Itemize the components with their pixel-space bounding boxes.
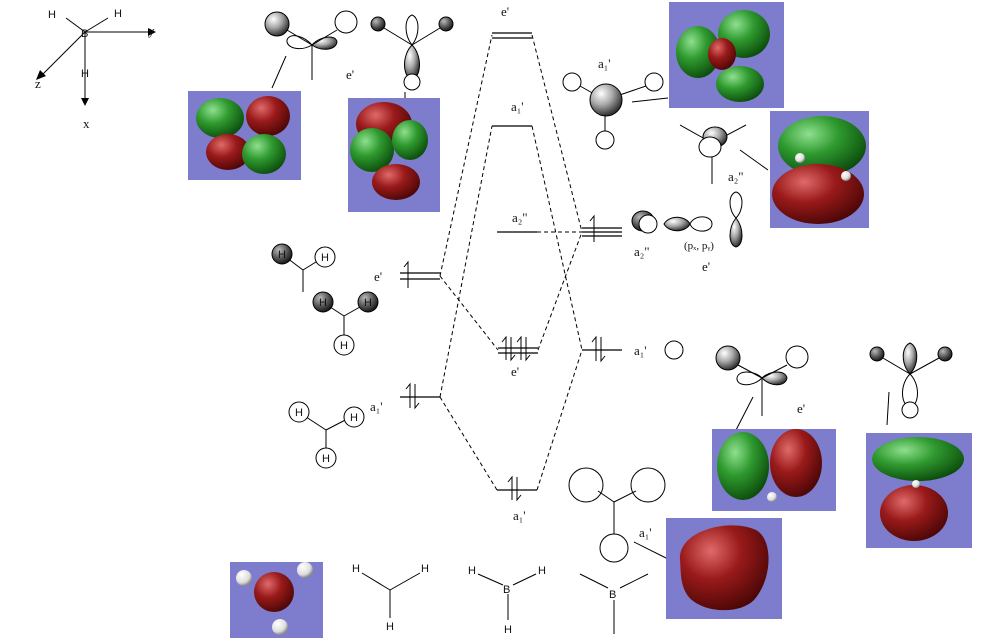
coordinate-axes: H H B H y z x xyxy=(35,8,156,131)
svg-text:H: H xyxy=(321,252,329,264)
orbital-render-bottom-left xyxy=(230,562,323,638)
mo-label-a2-dprime: a₂" xyxy=(512,210,528,225)
svg-text:H: H xyxy=(364,297,372,309)
svg-text:H: H xyxy=(278,249,286,261)
b-stick-structure: B xyxy=(579,573,649,634)
e-prime-lower-sketch: e' xyxy=(715,345,809,433)
orbital-render-a1-prime-top xyxy=(669,2,784,108)
sketch-label-a1-prime-top: a₁' xyxy=(598,56,611,71)
svg-text:H: H xyxy=(340,340,348,352)
mo-label-a1-prime-upper: a₁' xyxy=(511,99,524,114)
sketch-label-e-prime-lower: e' xyxy=(797,401,805,416)
bh3-h-left: H xyxy=(468,565,476,577)
bh3-h-right: H xyxy=(538,565,546,577)
b-only-b: B xyxy=(609,589,616,601)
mo-energy-levels: e' a₁' a₂" e' a₁' xyxy=(492,4,538,523)
mo-label-a1-prime-bottom: a₁' xyxy=(513,508,526,523)
axis-x-label: x xyxy=(83,116,90,131)
h3-h-bottom: H xyxy=(386,621,394,633)
boron-p-orbitals: a₂" (pₓ, pᵧ) e' xyxy=(631,191,743,274)
right-label-e-prime-p: e' xyxy=(702,259,710,274)
sketch-label-a2-dprime: a₂" xyxy=(728,169,744,184)
correlation-lines xyxy=(439,34,583,491)
bh3-stick-structure: H B H H xyxy=(468,565,546,636)
orbital-render-e-prime-a xyxy=(188,91,301,180)
right-label-pxpy: (pₓ, pᵧ) xyxy=(684,240,714,252)
h3-h-top-right: H xyxy=(421,563,429,575)
e-prime-top-sketch: e' xyxy=(264,10,358,89)
sketch-label-e-prime-top: e' xyxy=(346,67,354,82)
h3-stick-structure: H H H xyxy=(352,563,429,633)
axis-h3-label: H xyxy=(81,68,89,80)
h3-e-prime-sketch-2: H H H xyxy=(312,291,379,356)
svg-text:H: H xyxy=(350,412,358,424)
svg-text:H: H xyxy=(322,453,330,465)
e-prime-lower-sketch-2 xyxy=(869,342,953,426)
left-fragment-levels: e' a₁' xyxy=(370,260,440,414)
orbital-render-e-prime-lower-b xyxy=(866,433,972,548)
electrons-a1-prime-bottom xyxy=(507,475,522,502)
left-label-a1-prime: a₁' xyxy=(370,399,383,414)
right-fragment-levels: a₁' xyxy=(582,214,684,363)
a1-prime-top-sketch: a₁' xyxy=(562,56,669,150)
mo-label-e-prime-mid: e' xyxy=(511,364,519,379)
electrons-e-prime-mid xyxy=(501,335,531,362)
h3-a1-prime-sketch: H H H xyxy=(288,401,365,469)
bh3-b: B xyxy=(503,584,510,596)
a2-dprime-sketch: a₂" xyxy=(679,124,769,184)
h3-h-top-left: H xyxy=(352,563,360,575)
mo-label-e-prime-top: e' xyxy=(501,4,509,19)
axis-h2-label: H xyxy=(114,8,122,20)
svg-text:H: H xyxy=(319,297,327,309)
h3-e-prime-sketch-1: H H xyxy=(271,243,336,292)
orbital-render-e-prime-lower-a xyxy=(712,429,836,511)
sketch-label-a1-prime-lower: a₁' xyxy=(639,525,652,540)
right-label-a1-prime-s: a₁' xyxy=(634,343,647,358)
axis-h1-label: H xyxy=(48,9,56,21)
orbital-render-e-prime-b xyxy=(348,98,440,212)
orbital-render-a2-dprime xyxy=(770,111,869,228)
e-prime-top-sketch-2 xyxy=(370,14,454,100)
axis-y-label: y xyxy=(148,23,155,38)
a1-prime-lower-sketch: a₁' xyxy=(568,467,667,563)
axis-boron-label: B xyxy=(81,28,88,40)
bh3-h-bottom: H xyxy=(504,624,512,636)
right-label-a2-dprime: a₂" xyxy=(634,244,650,259)
svg-text:H: H xyxy=(295,407,303,419)
left-label-e-prime: e' xyxy=(374,269,382,284)
axis-z-label: z xyxy=(35,76,41,91)
orbital-render-a1-prime-lower xyxy=(666,518,782,619)
